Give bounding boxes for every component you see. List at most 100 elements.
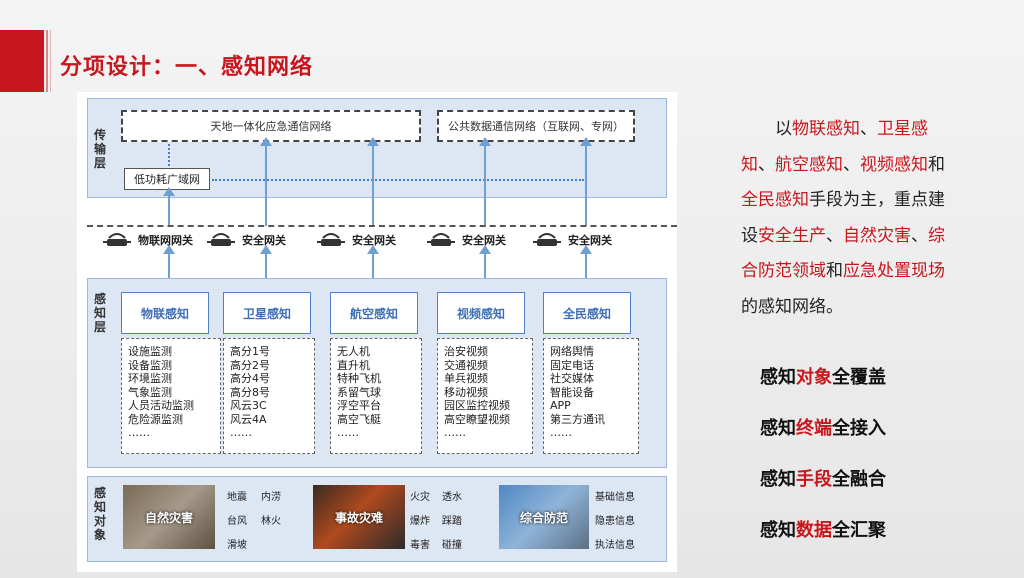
list-item: 高分8号: [230, 385, 270, 399]
category-public: 全民感知: [543, 292, 631, 334]
object-tag: 火灾: [410, 492, 430, 503]
list-item: 社交媒体: [550, 372, 594, 385]
object-tag: 林火: [261, 516, 281, 527]
router-icon: [533, 233, 561, 246]
highlight-text: 应急处置现场: [843, 261, 945, 281]
category-items-satellite: 高分1号 高分2号 高分4号 高分8号 风云3C 风云4A ……: [223, 338, 315, 454]
key-point-prefix: 感知: [760, 418, 796, 439]
object-tag: 内涝: [261, 492, 281, 503]
list-item: ……: [230, 426, 252, 439]
object-tag: 隐患信息: [595, 516, 635, 527]
gateway-label: 物联网网关: [138, 234, 193, 247]
category-items-public: 网络舆情 固定电话 社交媒体 智能设备 APP 第三方通讯 ……: [543, 338, 639, 454]
highlight-text: 全民感知: [741, 190, 809, 210]
accident-disaster-image: 事故灾难: [313, 485, 405, 549]
list-item: 治安视频: [444, 345, 488, 358]
category-items-video: 治安视频 交通视频 单兵视频 移动视频 园区监控视频 高空瞭望视频 ……: [437, 338, 533, 454]
list-item: 网络舆情: [550, 345, 594, 358]
list-item: 无人机: [337, 345, 370, 358]
list-item: 第三方通讯: [550, 412, 605, 426]
perception-layer-label: 感知层: [93, 292, 106, 334]
uplink-arrow: [580, 137, 592, 226]
objects-layer-label: 感知对象: [93, 486, 106, 542]
gateway-label: 安全网关: [242, 234, 286, 247]
body-text: 的感知网络。: [741, 296, 843, 317]
object-tag: 碰撞: [442, 540, 462, 551]
uplink-arrow: [367, 137, 379, 226]
category-items-iot: 设施监测 设备监测 环境监测 气象监测 人员活动监测 危险源监测 ……: [121, 338, 221, 454]
router-icon: [207, 233, 235, 246]
object-tag: 踩踏: [442, 516, 462, 527]
highlight-text: 自然灾害: [843, 225, 911, 246]
object-tag: 爆炸: [410, 516, 430, 527]
body-text: 、: [758, 154, 775, 175]
highlight-text: 安全生产: [758, 225, 826, 246]
list-item: 直升机: [337, 358, 370, 372]
perception-network-diagram: 传输层 天地一体化应急通信网络 公共数据通信网络（互联网、专网） 低功耗广域网 …: [77, 92, 677, 572]
natural-disaster-image: 自然灾害: [123, 485, 215, 549]
gateway-label: 安全网关: [352, 234, 396, 247]
image-caption: 事故灾难: [334, 510, 383, 525]
list-item: ……: [128, 426, 150, 439]
key-point-suffix: 全汇聚: [832, 520, 886, 541]
body-text: 和: [826, 261, 843, 281]
highlight-text: 航空感知: [775, 154, 843, 175]
category-items-aviation: 无人机 直升机 特种飞机 系留气球 浮空平台 高空飞艇 ……: [330, 338, 422, 454]
list-item: 智能设备: [550, 385, 594, 399]
title-accent-line: [46, 30, 48, 92]
gateway-divider: [87, 225, 677, 227]
key-point-highlight: 数据: [796, 520, 832, 541]
list-item: 风云4A: [230, 412, 267, 426]
object-tag: 滑坡: [227, 540, 247, 551]
lpwan-uplink: [168, 144, 170, 166]
category-satellite: 卫星感知: [223, 292, 311, 334]
page-title: 分项设计：一、感知网络: [60, 55, 314, 80]
object-tag: 执法信息: [595, 540, 635, 551]
body-text: 、: [860, 119, 877, 139]
key-point-highlight: 对象: [796, 367, 832, 388]
list-item: 高空瞭望视频: [444, 412, 510, 426]
lpwan-dotted-link: [212, 179, 584, 181]
uplink-arrow: [260, 137, 272, 226]
list-item: 气象监测: [128, 385, 172, 399]
gateway-label: 安全网关: [462, 234, 506, 247]
comprehensive-prevention-image: 综合防范: [499, 485, 589, 549]
image-caption: 自然灾害: [144, 510, 193, 525]
title-accent-line: [50, 30, 51, 92]
list-item: 浮空平台: [337, 399, 381, 412]
object-tag: 透水: [442, 492, 462, 503]
body-text: 、: [826, 225, 843, 246]
list-item: 高分2号: [230, 358, 270, 372]
category-iot: 物联感知: [121, 292, 209, 334]
key-point: 感知对象全覆盖: [760, 363, 886, 389]
gateway-label: 安全网关: [568, 234, 612, 247]
list-item: 园区监控视频: [444, 399, 510, 412]
gateway-security: 安全网关: [313, 229, 396, 251]
list-item: 设施监测: [128, 345, 172, 358]
key-point: 感知终端全接入: [760, 414, 886, 440]
body-text: 手段为主，重点建设: [741, 190, 945, 246]
list-item: 危险源监测: [128, 412, 183, 426]
uplink-arrow: [163, 187, 175, 226]
list-item: 系留气球: [337, 385, 381, 399]
uplink-arrow: [479, 245, 491, 278]
uplink-arrow: [163, 245, 175, 278]
list-item: 高分1号: [230, 345, 270, 358]
highlight-text: 卫星感知: [741, 119, 928, 175]
description-paragraph: 以物联感知、卫星感知、航空感知、视频感知和全民感知手段为主，重点建设安全生产、自…: [741, 112, 959, 325]
category-aviation: 航空感知: [330, 292, 418, 334]
category-video: 视频感知: [437, 292, 525, 334]
gateway-security: 安全网关: [423, 229, 506, 251]
key-point-suffix: 全接入: [832, 418, 886, 439]
list-item: ……: [337, 426, 359, 439]
list-item: ……: [550, 426, 572, 439]
transport-layer-label: 传输层: [93, 128, 106, 170]
body-text: 和: [928, 154, 945, 175]
gateway-security: 安全网关: [203, 229, 286, 251]
object-tag: 基础信息: [595, 492, 635, 503]
key-point-suffix: 全融合: [832, 469, 886, 490]
highlight-text: 物联感知: [792, 119, 860, 139]
router-icon: [103, 233, 131, 246]
highlight-text: 综合防范领域: [741, 225, 945, 282]
key-point-prefix: 感知: [760, 367, 796, 388]
